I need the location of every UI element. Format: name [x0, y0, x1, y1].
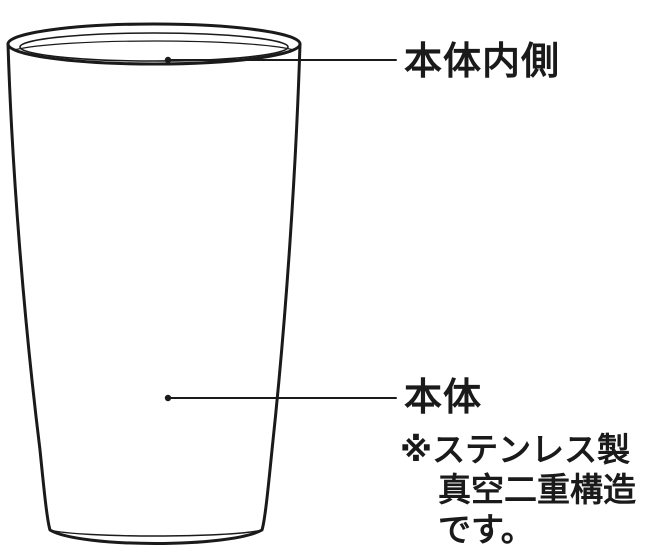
material-note: ※ステンレス製 真空二重構造 です。: [400, 430, 636, 550]
tumbler-rim-inner: [19, 32, 289, 62]
tumbler-body-outline: [6, 42, 302, 545]
leader-dot-body: [164, 394, 172, 402]
material-note-line-3: です。: [438, 510, 534, 549]
tumbler-rim-outer: [6, 22, 302, 66]
material-note-line-1: ※ステンレス製: [400, 430, 631, 469]
tumbler-base-line: [49, 529, 263, 537]
tumbler-rim-lip: [13, 40, 295, 51]
callout-inner-label: 本体内側: [404, 39, 561, 83]
leader-dot-inner: [164, 56, 172, 64]
material-note-line-2: 真空二重構造: [438, 470, 636, 509]
callout-body-label: 本体: [404, 375, 483, 419]
